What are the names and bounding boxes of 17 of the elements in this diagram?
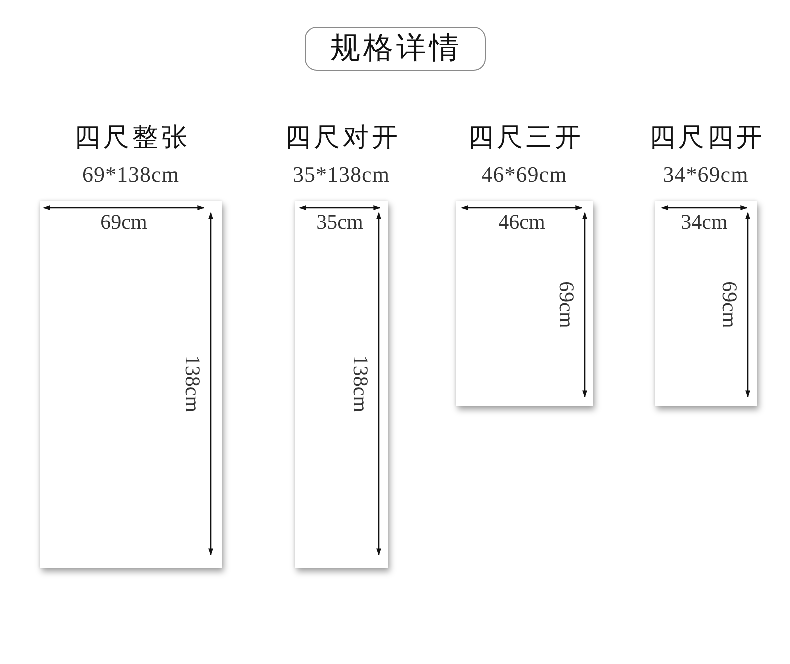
dimension-label: 69cm [719,282,741,328]
dimension-label: 34cm [681,211,728,233]
size-text: 35*138cm [293,163,390,187]
dimension-label: 138cm [182,355,204,413]
dimension-label: 138cm [350,355,372,413]
size-text: 46*69cm [482,163,568,187]
sheet-title: 四尺对开 [284,123,401,153]
sheet-title: 四尺整张 [74,123,190,153]
dimension-label: 69cm [100,211,148,233]
size-text: 34*69cm [663,163,749,187]
sheet-title: 四尺四开 [648,123,766,153]
dimension-label: 35cm [316,211,364,233]
sheet-title: 四尺三开 [467,123,584,153]
page-title: 规格详情 [304,27,486,71]
dimension-label: 46cm [498,211,546,233]
dimension-label: 69cm [556,282,578,328]
size-text: 69*138cm [82,163,180,187]
